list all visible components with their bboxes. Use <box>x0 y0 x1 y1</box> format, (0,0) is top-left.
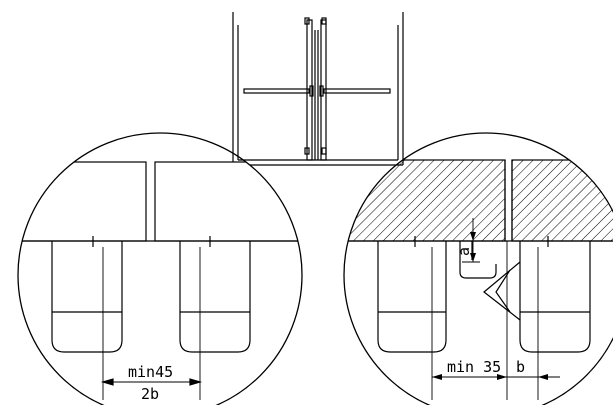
right-detail: a min 35 b <box>343 132 613 405</box>
2b-label: 2b <box>141 385 159 403</box>
min35-label: min 35 <box>447 358 501 376</box>
min45-label: min45 <box>128 363 173 381</box>
left-detail: min45 2b <box>17 132 303 405</box>
overview-drawing <box>232 12 404 166</box>
b-label: b <box>516 358 525 376</box>
a-label: a <box>455 247 473 256</box>
